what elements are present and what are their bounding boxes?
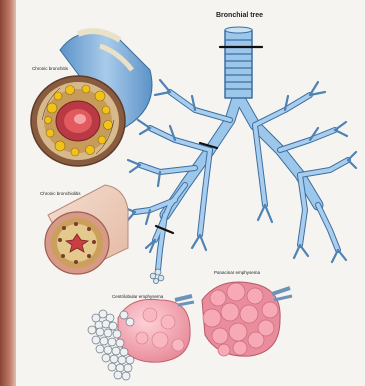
centrilobular-emphysema-illustration (88, 296, 194, 380)
label-chronic-bronchiolitis: Chronic bronchiolitis (40, 191, 81, 196)
chronic-bronchiolitis-illustration (45, 185, 128, 274)
diagram-title: Bronchial tree (216, 12, 263, 19)
label-centrilobular-emphysema: Centrilobular emphysema (112, 294, 163, 299)
label-chronic-bronchitis: Chronic bronchitis (32, 66, 68, 71)
chronic-bronchitis-illustration (31, 31, 152, 166)
label-panacinar-emphysema: Panacinar emphysema (214, 270, 260, 275)
bronchial-tree (125, 27, 356, 284)
panacinar-emphysema-illustration (202, 282, 292, 356)
